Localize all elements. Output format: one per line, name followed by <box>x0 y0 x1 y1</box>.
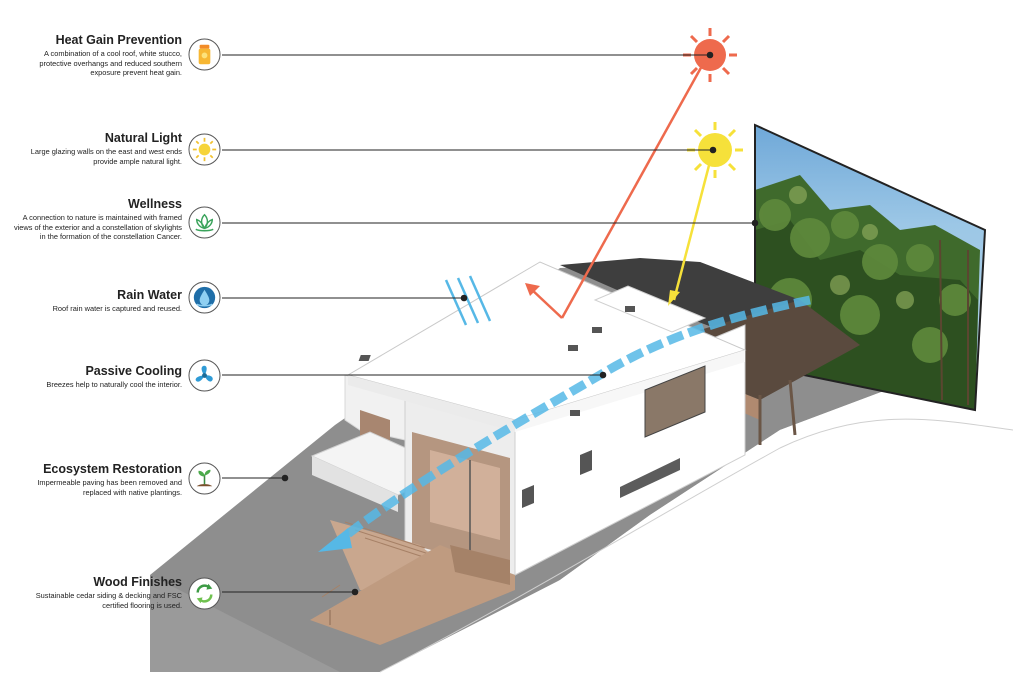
feature-heat-gain-prevention: Heat Gain Prevention A combination of a … <box>10 33 182 78</box>
feature-title: Wood Finishes <box>93 575 182 589</box>
feature-description: Impermeable paving has been removed and … <box>37 478 182 497</box>
feature-title: Ecosystem Restoration <box>43 462 182 476</box>
leader-lines <box>222 51 759 596</box>
feature-description: Large glazing walls on the east and west… <box>30 147 182 166</box>
feature-title: Passive Cooling <box>85 364 182 378</box>
feature-description: Sustainable cedar siding & decking and F… <box>35 591 182 610</box>
feature-title: Wellness <box>128 197 182 211</box>
fan-icon <box>188 359 221 392</box>
feature-description: A combination of a cool roof, white stuc… <box>39 49 182 78</box>
water-drop-icon <box>188 281 221 314</box>
sunscreen-icon <box>188 38 221 71</box>
feature-title: Heat Gain Prevention <box>55 33 182 47</box>
feature-wood-finishes: Wood Finishes Sustainable cedar siding &… <box>10 575 182 610</box>
seedling-icon <box>188 462 221 495</box>
sun-icon <box>188 133 221 166</box>
feature-description: Breezes help to naturally cool the inter… <box>46 380 182 389</box>
feature-description: Roof rain water is captured and reused. <box>52 304 182 313</box>
feature-passive-cooling: Passive Cooling Breezes help to naturall… <box>10 364 182 390</box>
feature-ecosystem-restoration: Ecosystem Restoration Impermeable paving… <box>10 462 182 497</box>
feature-title: Rain Water <box>117 288 182 302</box>
sun-ray-lines <box>525 54 715 319</box>
house <box>310 261 747 645</box>
feature-wellness: Wellness A connection to nature is maint… <box>10 197 182 242</box>
feature-title: Natural Light <box>104 131 182 145</box>
feature-natural-light: Natural Light Large glazing walls on the… <box>10 131 182 166</box>
feature-rain-water: Rain Water Roof rain water is captured a… <box>10 288 182 314</box>
rain-lines <box>444 275 492 326</box>
recycle-icon <box>188 577 221 610</box>
lotus-icon <box>188 206 221 239</box>
feature-description: A connection to nature is maintained wit… <box>13 213 182 242</box>
